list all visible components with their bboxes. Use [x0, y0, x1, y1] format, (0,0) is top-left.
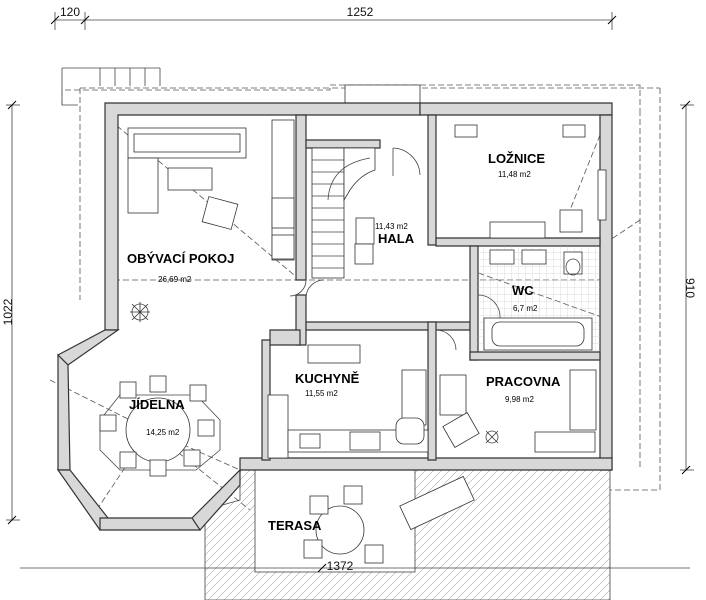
room-area-living: 26,69 m2: [158, 275, 192, 284]
dim-top-main: 1252: [347, 5, 374, 19]
room-area-study: 9,98 m2: [505, 395, 534, 404]
room-area-kitchen: 11,55 m2: [305, 389, 338, 398]
room-name-living: OBÝVACÍ POKOJ: [127, 251, 234, 266]
doors: [289, 147, 501, 351]
dim-left-height: 1022: [1, 298, 15, 325]
room-name-dining: JÍDELNA: [129, 397, 185, 412]
staircase: [311, 147, 376, 279]
room-area-dining: 14,25 m2: [146, 428, 180, 437]
room-name-study: PRACOVNA: [486, 374, 561, 389]
bedroom-furniture: [454, 124, 607, 239]
wc-fixtures: [478, 246, 600, 352]
walls: [56, 102, 613, 532]
room-labels: OBÝVACÍ POKOJ 26,69 m2 11,43 m2 HALA LOŽ…: [127, 151, 561, 533]
room-area-bedroom: 11,48 m2: [498, 170, 531, 179]
dining-furniture: [99, 375, 221, 477]
study-furniture: [439, 369, 597, 453]
dim-bottom-width: 1372: [327, 559, 354, 573]
room-name-wc: WC: [512, 283, 534, 298]
dimension-lines: [6, 12, 694, 525]
dim-top-left: 120: [60, 5, 80, 19]
room-name-bedroom: LOŽNICE: [488, 151, 545, 166]
dim-right-height: 910: [683, 278, 697, 298]
room-name-terrace: TERASA: [268, 518, 322, 533]
terrace-area: [20, 459, 690, 600]
living-room-furniture: [127, 119, 295, 322]
room-area-wc: 6,7 m2: [513, 304, 538, 313]
room-name-hall: HALA: [378, 231, 415, 246]
room-name-kitchen: KUCHYNĚ: [295, 371, 360, 386]
terrace-furniture: [303, 475, 475, 564]
kitchen-furniture: [267, 344, 429, 459]
room-area-hall: 11,43 m2: [375, 222, 408, 231]
